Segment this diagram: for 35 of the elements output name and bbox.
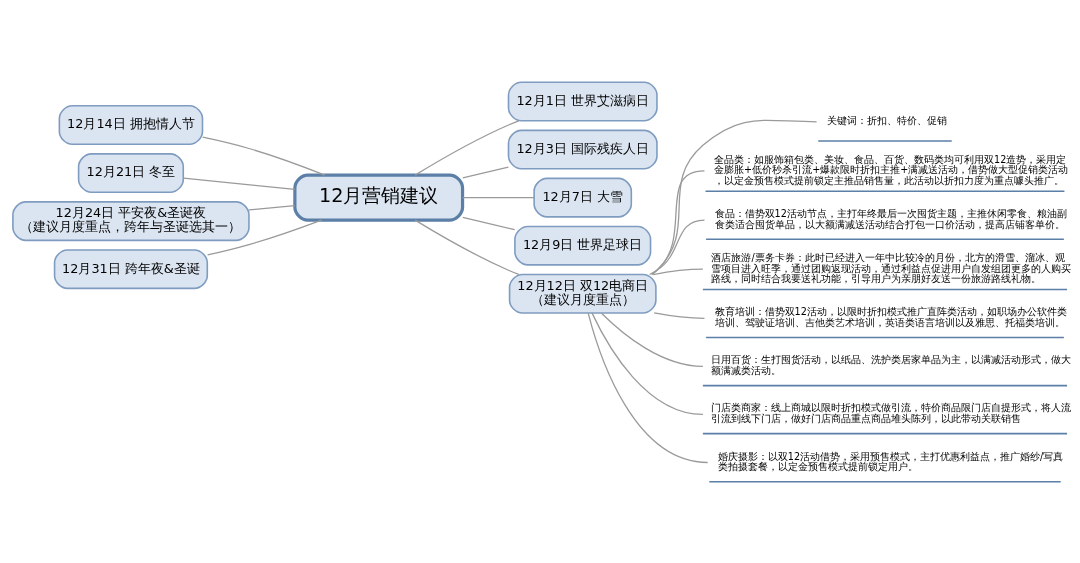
connector bbox=[587, 311, 709, 463]
node-box: 12月21日 冬至 bbox=[77, 152, 185, 193]
node-box: 12月12日 双12电商日 （建议月度重点） bbox=[508, 273, 657, 314]
node-box: 12月14日 拥抱情人节 bbox=[58, 104, 204, 145]
node-box: 12月7日 大雪 bbox=[533, 177, 633, 218]
node-text: 酒店旅游/票务卡券：此时已经进入一年中比较冷的月份，北方的滑雪、溜冰、观雪项目进入旺季，通过团购返现活动，通过利益点促进用户自发组团更多的人购买路线，同时结合我要送礼功能，引导用户为亲朋好友送一份旅游路线礼物。 bbox=[711, 251, 1072, 284]
node-box: 12月31日 跨年夜&圣诞 bbox=[53, 248, 209, 289]
node-text: 教育培训：借势双12活动，以限时折扣模式推广直阵类活动，如职场办公软件类培训、驾驶证培训、吉他类艺术培训，英语类语言培训以及雅思、托福类培训。 bbox=[714, 305, 1067, 328]
connector bbox=[414, 219, 520, 275]
connector bbox=[600, 312, 704, 367]
connector bbox=[206, 218, 323, 256]
node-box: 12月1日 世界艾滋病日 bbox=[507, 80, 658, 121]
connector bbox=[182, 177, 296, 190]
connector bbox=[591, 312, 704, 415]
connector bbox=[653, 311, 706, 319]
node-box: 12月24日 平安夜&圣诞夜 （建议月度重点，跨年与圣诞选其一） bbox=[12, 200, 250, 241]
node-text: 婚庆摄影：以双12活动借势，采用预售模式，主打优惠利益点，推广婚纱/写真类拍摄套餐，以定金预售模式提前锁定用户。 bbox=[717, 450, 1064, 472]
connector bbox=[652, 268, 704, 275]
connector bbox=[462, 216, 516, 230]
node-box: 12月3日 国际残疾人日 bbox=[507, 129, 658, 170]
node-text: 全品类：如服饰箱包类、美妆、食品、百货、数码类均可利用双12造势，采用定金膨胀+低价秒杀引流+爆款限时折扣主推+满减送活动，借势做大型促销类活动，以定金预售模式提前锁定主推品销售量，此活动以折扣力度为重点噱头推广。 bbox=[714, 153, 1069, 186]
node-text: 门店类商家：线上商城以限时折扣模式做引流，特价商品限门店自提形式，将人流引流到线下门店，做好门店商品重点商品堆头陈列，以此带动关联销售 bbox=[711, 401, 1072, 424]
connector bbox=[414, 119, 520, 176]
node-text: 食品：借势双12活动节点，主打年终最后一次囤货主题，主推休闲零食、粮油副食类适合囤货单品，以大额满减送活动结合打包一口价活动，提高店铺客单价。 bbox=[714, 207, 1067, 230]
node-text: 关键词：折扣、特价、促销 bbox=[826, 114, 947, 126]
connector bbox=[462, 165, 509, 178]
connector bbox=[462, 196, 535, 198]
connector bbox=[650, 169, 706, 275]
node-box: 12月9日 世界足球日 bbox=[514, 225, 652, 266]
connector bbox=[651, 119, 818, 275]
node-box: 12月营销建议 bbox=[293, 173, 465, 222]
connector bbox=[248, 204, 296, 211]
connector bbox=[202, 136, 326, 176]
connector bbox=[648, 218, 706, 275]
node-text: 日用百货：生打囤货活动，以纸品、洗护类居家单品为主，以满减活动形式，做大额满减类活动。 bbox=[711, 353, 1072, 376]
